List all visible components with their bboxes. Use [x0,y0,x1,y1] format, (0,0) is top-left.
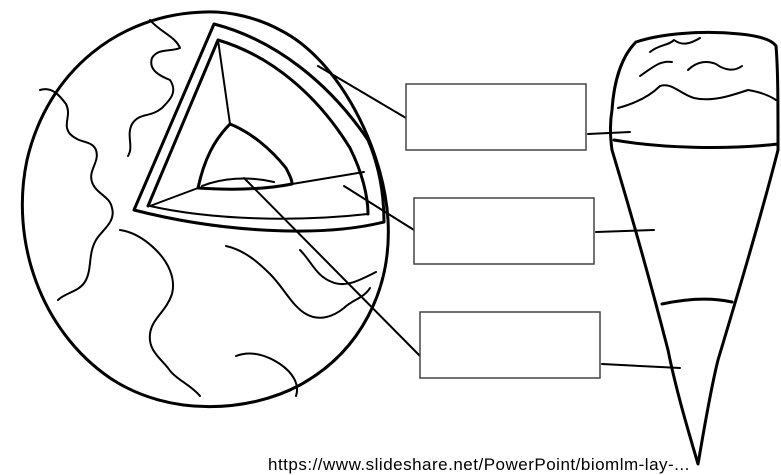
wedge-edge-top [218,40,230,124]
leader-lines [244,66,420,356]
cone-mountains-1 [650,38,700,52]
continent-south [120,230,200,396]
label-boxes [406,84,600,378]
continent-southeast [226,246,370,318]
continent-east-coast [300,250,376,284]
cone-leaders [588,132,680,368]
leader-core [244,178,420,356]
layers-cone [611,32,779,464]
cone-mountains-2 [640,62,672,76]
cone-leader-crust [588,132,630,134]
earth-globe [22,12,388,407]
wedge-edge-right [292,172,364,184]
mantle-face-edge [150,206,368,219]
cone-mantle-bottom [662,299,732,304]
cone-leader-core [602,364,680,368]
crust-cut-outer [134,24,384,231]
leader-crust [318,66,406,118]
label-box-core[interactable] [420,312,600,378]
cone-mountains-3 [688,62,742,70]
inner-core-line [202,179,274,186]
source-caption: https://www.slideshare.net/PowerPoint/bi… [268,455,781,475]
continent-north [128,20,180,156]
label-box-crust[interactable] [406,84,586,150]
cone-crust-bottom [614,140,778,147]
continent-west [40,89,113,300]
cone-leader-mantle [596,230,654,232]
wedge-edge-left [150,188,198,206]
cone-mountains-4 [618,85,776,108]
label-box-mantle[interactable] [414,198,594,264]
